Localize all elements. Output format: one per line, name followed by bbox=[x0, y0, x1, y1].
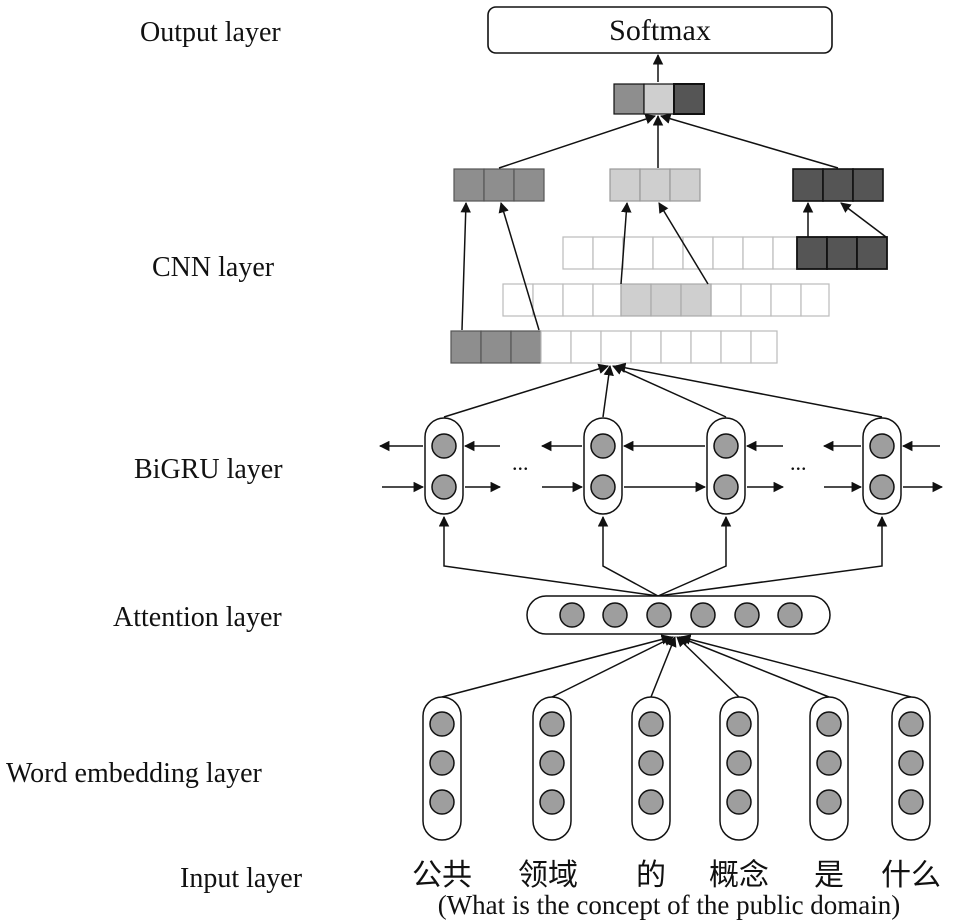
embedding-cell bbox=[891, 696, 931, 841]
cnn-layer-label: CNN layer bbox=[152, 252, 275, 283]
conv-row-bottom bbox=[450, 330, 778, 364]
embedding-cell bbox=[719, 696, 759, 841]
input-token: 领域 bbox=[518, 858, 578, 893]
conv-row-middle bbox=[502, 283, 830, 317]
bigru-cell bbox=[583, 417, 623, 515]
ellipsis: ... bbox=[790, 450, 807, 475]
attention-vector bbox=[526, 595, 831, 635]
word-embedding-layer-label: Word embedding layer bbox=[6, 758, 263, 789]
softmax-label: Softmax bbox=[609, 14, 711, 47]
embedding-cell bbox=[631, 696, 671, 841]
embedding-cell bbox=[422, 696, 462, 841]
softmax-box: Softmax bbox=[487, 6, 833, 54]
input-token: 的 bbox=[636, 858, 666, 893]
attention-layer-label: Attention layer bbox=[113, 602, 282, 633]
translation-text: (What is the concept of the public domai… bbox=[438, 890, 901, 920]
bigru-cell bbox=[424, 417, 464, 515]
input-token: 什么 bbox=[881, 858, 941, 893]
feature-map-2 bbox=[609, 168, 701, 202]
input-layer-label: Input layer bbox=[180, 863, 303, 894]
conv-row-top bbox=[562, 236, 888, 270]
input-token: 是 bbox=[814, 858, 844, 893]
bigru-layer-label: BiGRU layer bbox=[134, 454, 283, 485]
embedding-cell bbox=[532, 696, 572, 841]
ellipsis: ... bbox=[512, 450, 529, 475]
output-layer-label: Output layer bbox=[140, 17, 281, 48]
pooled-vector bbox=[613, 83, 705, 115]
feature-map-3 bbox=[792, 168, 884, 202]
bigru-cell bbox=[862, 417, 902, 515]
feature-map-1 bbox=[453, 168, 545, 202]
input-token: 公共 bbox=[412, 858, 472, 893]
input-token: 概念 bbox=[709, 858, 769, 893]
embedding-cell bbox=[809, 696, 849, 841]
bigru-cell bbox=[706, 417, 746, 515]
